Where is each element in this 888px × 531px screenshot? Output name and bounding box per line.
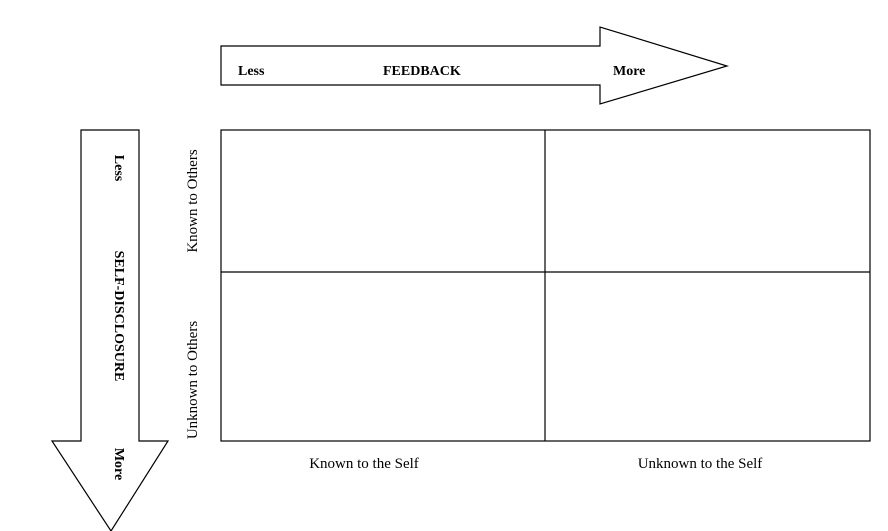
column-label-known-to-the-self: Known to the Self (309, 456, 419, 472)
self-disclosure-arrow-shape (50, 129, 170, 531)
self-disclosure-more-label: More (111, 448, 126, 480)
quadrant-grid (220, 129, 871, 442)
self-disclosure-less-label: Less (111, 155, 126, 182)
feedback-less-label: Less (238, 64, 265, 79)
feedback-arrow-shape (220, 26, 730, 105)
feedback-title: FEEDBACK (383, 64, 461, 79)
row-label-unknown-to-others: Unknown to Others (185, 321, 201, 439)
feedback-more-label: More (613, 64, 645, 79)
self-disclosure-arrow: Less SELF-DISCLOSURE More (50, 129, 170, 531)
feedback-arrow: Less FEEDBACK More (220, 26, 730, 105)
self-disclosure-title: SELF-DISCLOSURE (111, 251, 126, 382)
column-label-unknown-to-the-self: Unknown to the Self (638, 456, 763, 472)
row-label-known-to-others: Known to Others (185, 149, 201, 252)
